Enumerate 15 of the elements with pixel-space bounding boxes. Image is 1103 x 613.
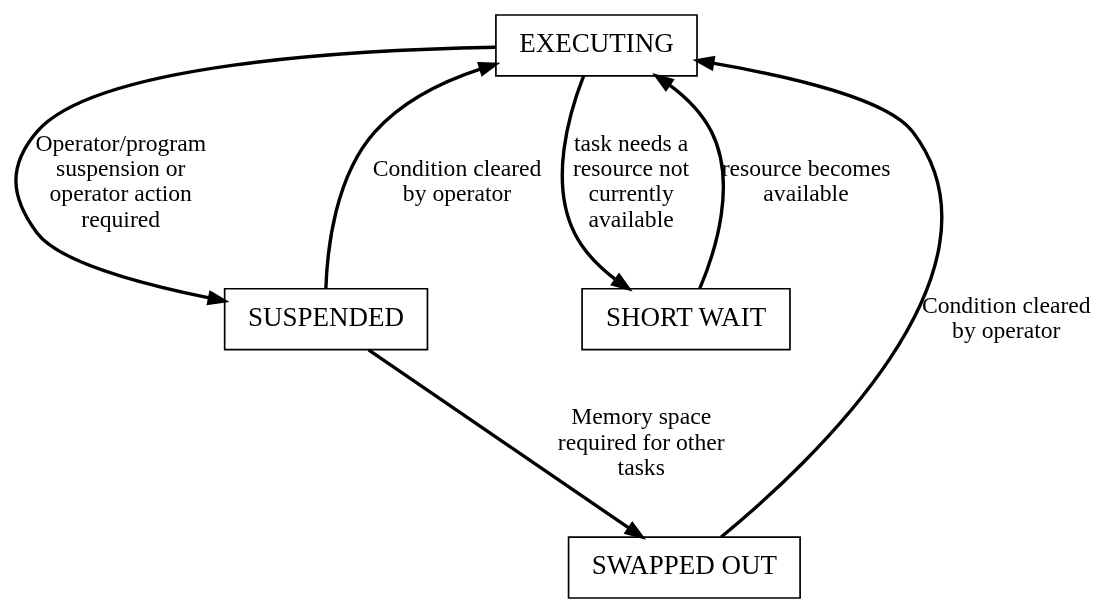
node-box: SUSPENDED	[223, 287, 428, 351]
arrow	[367, 348, 646, 540]
arrow	[651, 73, 725, 290]
edge-label: task needs a resource not currently available	[572, 129, 689, 232]
arrow	[323, 61, 500, 289]
edge-label: Condition cleared by operator	[921, 291, 1091, 344]
node-box: SWAPPED OUT	[567, 536, 801, 599]
arrow	[692, 55, 943, 539]
node-box: SHORT WAIT	[580, 287, 791, 351]
edge-label: Memory space required for other tasks	[557, 403, 725, 480]
arrow	[560, 75, 633, 292]
node-box: EXECUTING	[494, 14, 698, 77]
edge-label: Operator/program suspension or operator action required	[34, 129, 206, 232]
arrow	[13, 45, 496, 306]
edge-label: Condition cleared by operator	[372, 154, 541, 207]
